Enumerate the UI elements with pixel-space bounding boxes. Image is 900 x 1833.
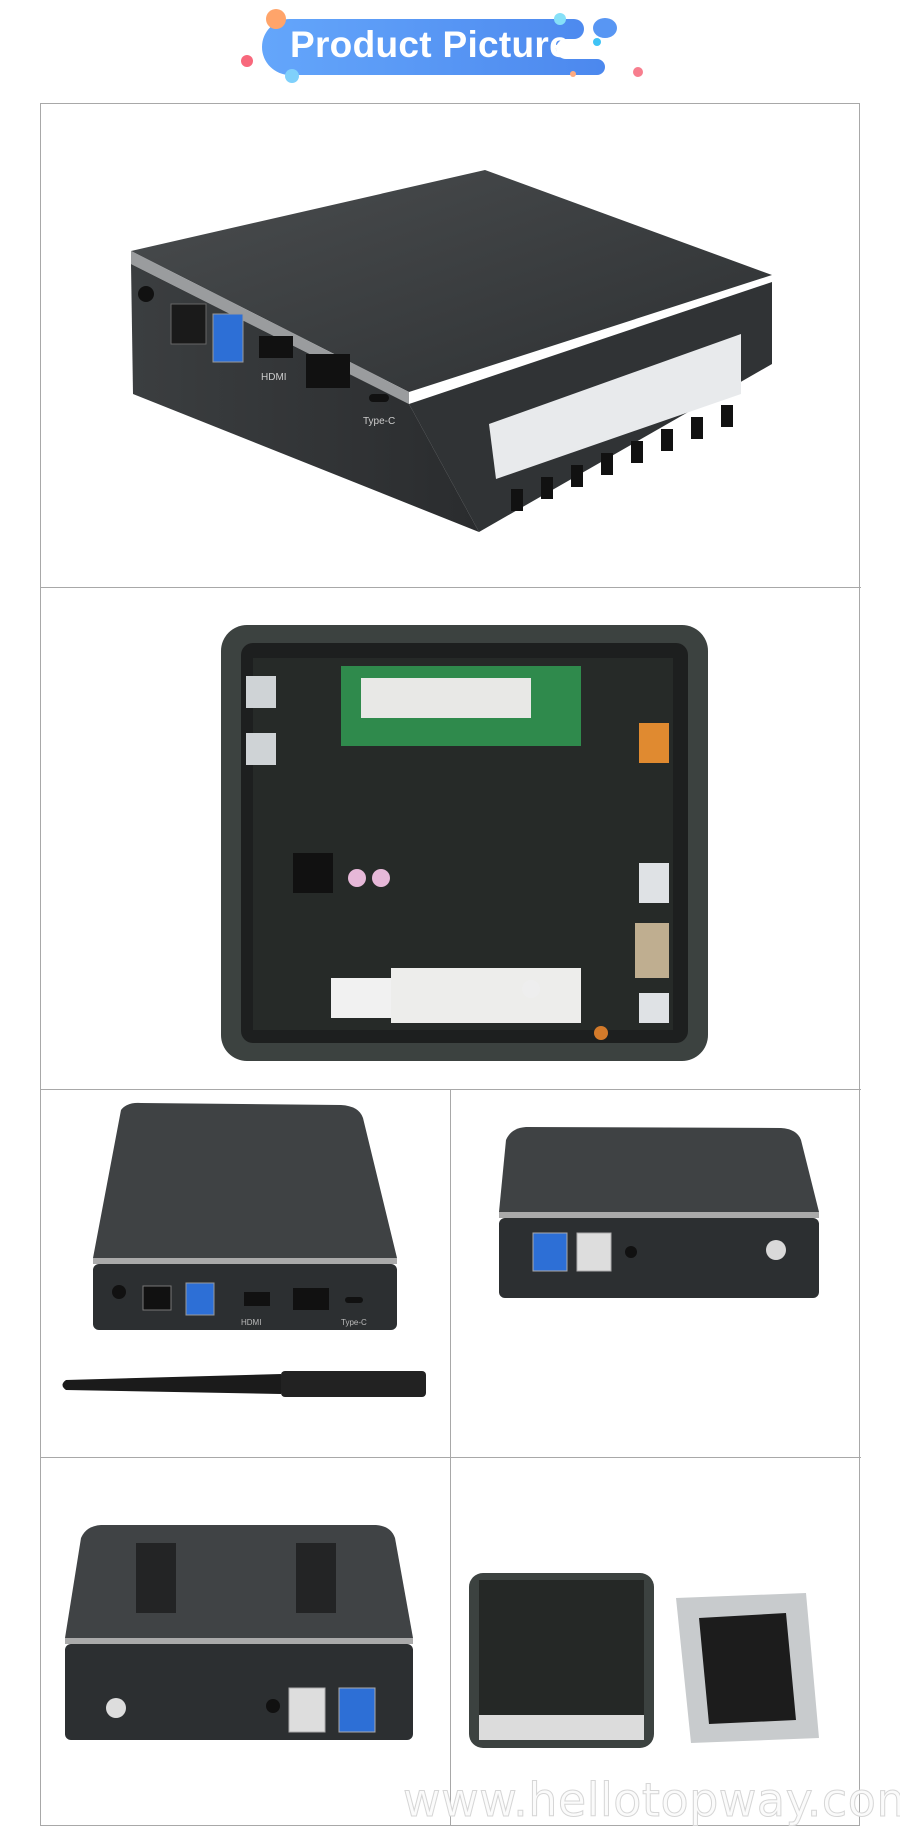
mini-pc-front-angle-image: HDMI Type-C bbox=[131, 170, 772, 532]
watermark: www.hellotopway.com bbox=[403, 1773, 900, 1828]
hdmi-label: HDMI bbox=[261, 372, 287, 383]
typec-label: Type-C bbox=[341, 1318, 367, 1327]
orange-dot bbox=[266, 9, 286, 29]
photo-bottom[interactable] bbox=[41, 1458, 450, 1825]
banner-decoration bbox=[241, 9, 643, 83]
section-title: Product Picture bbox=[290, 24, 570, 65]
mini-pc-disassembled-image bbox=[469, 1573, 819, 1748]
divider bbox=[40, 587, 861, 588]
mini-pc-rear-image bbox=[499, 1127, 819, 1298]
antenna bbox=[62, 1374, 281, 1394]
mini-pc-bottom-image bbox=[65, 1525, 413, 1740]
typec-label: Type-C bbox=[363, 416, 395, 427]
mini-pc-interior-image bbox=[221, 625, 708, 1061]
photo-disassembled[interactable] bbox=[451, 1458, 860, 1825]
photo-rear[interactable] bbox=[451, 1090, 860, 1457]
photo-front-angle[interactable]: HDMI Type-C bbox=[41, 104, 860, 587]
mini-pc-front-image: HDMI Type-C bbox=[62, 1102, 426, 1397]
photo-front-with-antenna[interactable]: HDMI Type-C bbox=[41, 1090, 450, 1457]
section-banner: Product Picture bbox=[0, 0, 900, 100]
divider bbox=[450, 1089, 451, 1826]
hdmi-label: HDMI bbox=[241, 1318, 261, 1327]
photo-interior[interactable] bbox=[41, 588, 860, 1089]
